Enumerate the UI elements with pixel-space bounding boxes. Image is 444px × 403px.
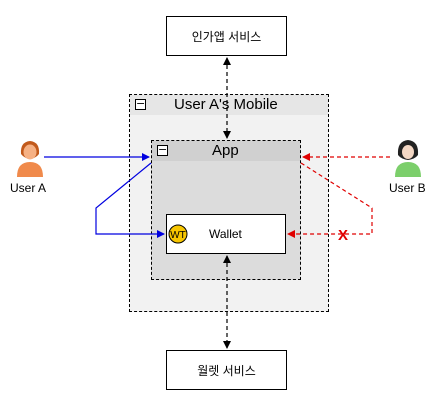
user-b-to-wallet-arrow xyxy=(287,162,373,238)
app-group-header xyxy=(152,141,300,161)
person-icon xyxy=(395,140,421,177)
collapse-icon[interactable]: − xyxy=(157,143,168,156)
collapse-icon[interactable]: − xyxy=(135,97,146,110)
wallet-box[interactable]: WT Wallet xyxy=(166,214,286,254)
user-a-actor[interactable] xyxy=(14,138,46,178)
blocked-marker: X xyxy=(338,227,348,244)
wallet-badge-icon: WT xyxy=(168,224,188,244)
user-b-actor[interactable] xyxy=(392,138,424,178)
person-icon xyxy=(17,141,43,177)
user-b-label: User B xyxy=(389,181,426,195)
authorization-service-box[interactable]: 인가앱 서비스 xyxy=(166,16,287,56)
wallet-label: Wallet xyxy=(209,227,242,241)
wallet-badge-text: WT xyxy=(170,230,186,241)
authorization-service-label: 인가앱 서비스 xyxy=(191,29,262,44)
wallet-service-label: 월렛 서비스 xyxy=(197,363,256,378)
wallet-service-box[interactable]: 월렛 서비스 xyxy=(166,350,287,390)
user-a-label: User A xyxy=(10,181,47,195)
user-a-to-wallet-arrow xyxy=(95,162,165,238)
app-group-title: App xyxy=(212,142,239,159)
